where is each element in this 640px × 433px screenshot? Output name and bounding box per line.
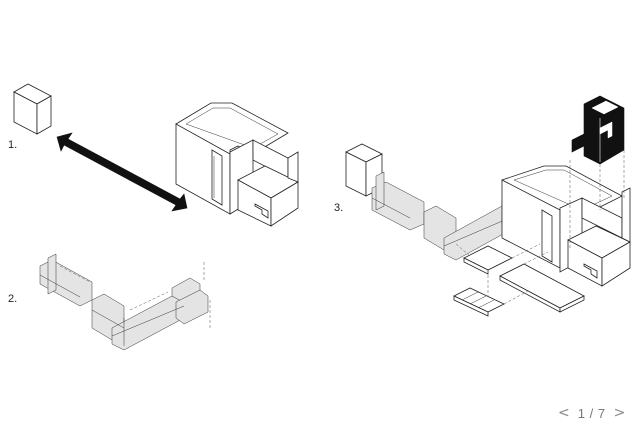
current-page: 1 (577, 405, 586, 421)
step2-wall-ribbon (39, 253, 211, 351)
step1-building (175, 102, 299, 227)
total-pages: 7 (597, 405, 606, 421)
step-label-3: 3. (334, 202, 344, 214)
step-label-1: 1. (8, 139, 18, 151)
step3-building (501, 165, 631, 287)
step3-dark-volume (571, 95, 625, 165)
chevron-right-icon[interactable]: > (613, 405, 626, 421)
step1-small-volume (13, 83, 52, 135)
slide-pager: < 1 / 7 > (558, 405, 625, 421)
page-separator: / (589, 405, 594, 421)
double-arrow-icon (56, 132, 188, 212)
step3-grid-pad (453, 287, 505, 317)
step-label-2: 2. (8, 293, 18, 305)
page-counter: 1 / 7 (578, 406, 606, 421)
chevron-left-icon[interactable]: < (558, 405, 570, 421)
step3-platforms (463, 245, 585, 313)
step3-guide-lines (455, 150, 625, 305)
